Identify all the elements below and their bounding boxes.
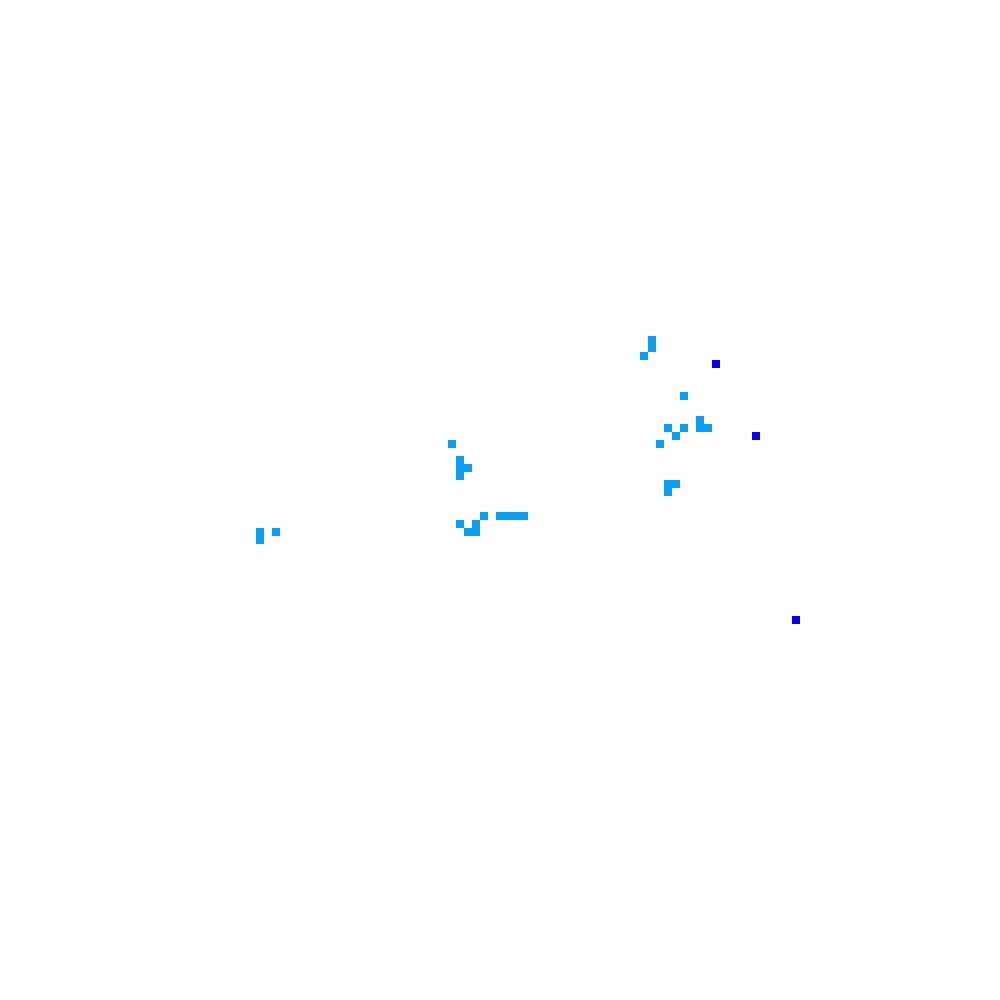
- data-cells-layer: [256, 336, 800, 624]
- map-cell-light: [272, 528, 280, 536]
- map-cell-light: [256, 528, 264, 544]
- map-cell-light: [672, 480, 680, 488]
- map-cell-light: [680, 424, 688, 432]
- map-cell-light: [496, 512, 528, 520]
- map-cell-light: [472, 520, 480, 528]
- map-cell-light: [696, 416, 704, 424]
- map-cell-light: [696, 424, 712, 432]
- map-cell-light: [480, 512, 488, 520]
- map-cell-light: [464, 528, 480, 536]
- map-cell-light: [464, 464, 472, 472]
- map-cell-light: [664, 424, 672, 432]
- map-cell-dark: [712, 360, 720, 368]
- map-cell-light: [640, 352, 648, 360]
- map-cell-light: [456, 520, 464, 528]
- map-cell-light: [448, 440, 456, 448]
- map-cell-light: [648, 336, 656, 352]
- map-cell-light: [672, 432, 680, 440]
- map-cell-dark: [792, 616, 800, 624]
- map-cell-light: [656, 440, 664, 448]
- map-cell-light: [664, 480, 672, 496]
- map-cell-light: [680, 392, 688, 400]
- map-cell-light: [456, 456, 464, 480]
- map-cell-dark: [752, 432, 760, 440]
